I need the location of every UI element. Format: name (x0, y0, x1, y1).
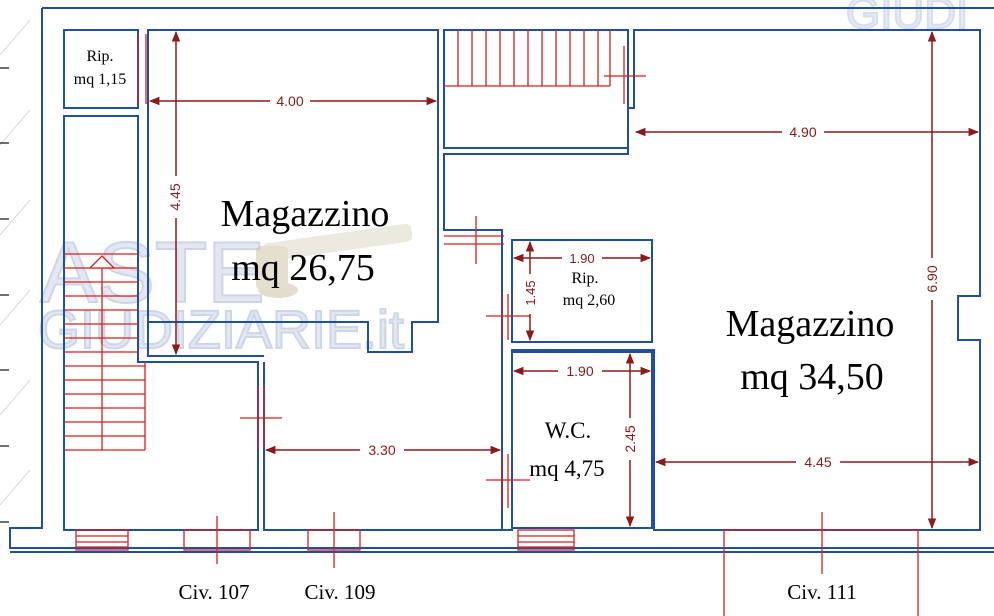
room-rip-2-area: mq 2,60 (563, 292, 615, 309)
room-magazzino-2-name: Magazzino (726, 303, 895, 345)
dim-label-445-left: 4.45 (167, 183, 183, 210)
dimension-labels: 4.00 4.45 4.90 6.90 1.90 1.45 1.90 2.45 … (166, 92, 942, 471)
room-rip-2-name: Rip. (571, 270, 598, 287)
gavel-logo (256, 223, 413, 298)
room-rip-small-area: mq 1,15 (74, 71, 126, 88)
dim-label-400: 4.00 (276, 93, 303, 109)
dim-label-445-right: 4.45 (804, 454, 831, 470)
address-civ-111: Civ. 111 (787, 580, 856, 604)
door-marks (75, 34, 919, 616)
room-wc-name: W.C. (545, 418, 591, 443)
dim-label-145: 1.45 (523, 280, 538, 305)
dim-label-245: 2.45 (622, 425, 638, 452)
room-magazzino-1-name: Magazzino (221, 193, 390, 235)
dim-label-490: 4.90 (789, 124, 816, 140)
dim-label-690: 6.90 (924, 265, 940, 292)
staircase-top (444, 30, 646, 104)
address-civ-109: Civ. 109 (305, 580, 376, 604)
room-labels: Rip. mq 1,15 Magazzino mq 26,75 Rip. mq … (74, 48, 895, 481)
watermark-corner: GIUDI (846, 0, 968, 38)
staircase-left (64, 253, 146, 451)
left-tick-marks (0, 67, 9, 523)
dim-label-190-wc: 1.90 (566, 363, 593, 379)
watermark-giudiziarie: GIUDIZIARIE.it (38, 300, 404, 360)
address-civ-107: Civ. 107 (179, 580, 250, 604)
background-hatch (0, 19, 31, 506)
room-magazzino-2-area: mq 34,50 (740, 356, 884, 398)
room-rip-small-name: Rip. (86, 48, 113, 65)
dim-label-190-top: 1.90 (569, 251, 594, 266)
watermark: ASTE GIUDIZIARIE.it GIUDI (37, 0, 969, 361)
room-magazzino-1-area: mq 26,75 (231, 247, 375, 289)
street-addresses: Civ. 107 Civ. 109 Civ. 111 (179, 580, 857, 604)
dim-label-330: 3.30 (368, 442, 395, 458)
room-wc-area: mq 4,75 (529, 456, 604, 481)
watermark-aste: ASTE (40, 225, 265, 321)
